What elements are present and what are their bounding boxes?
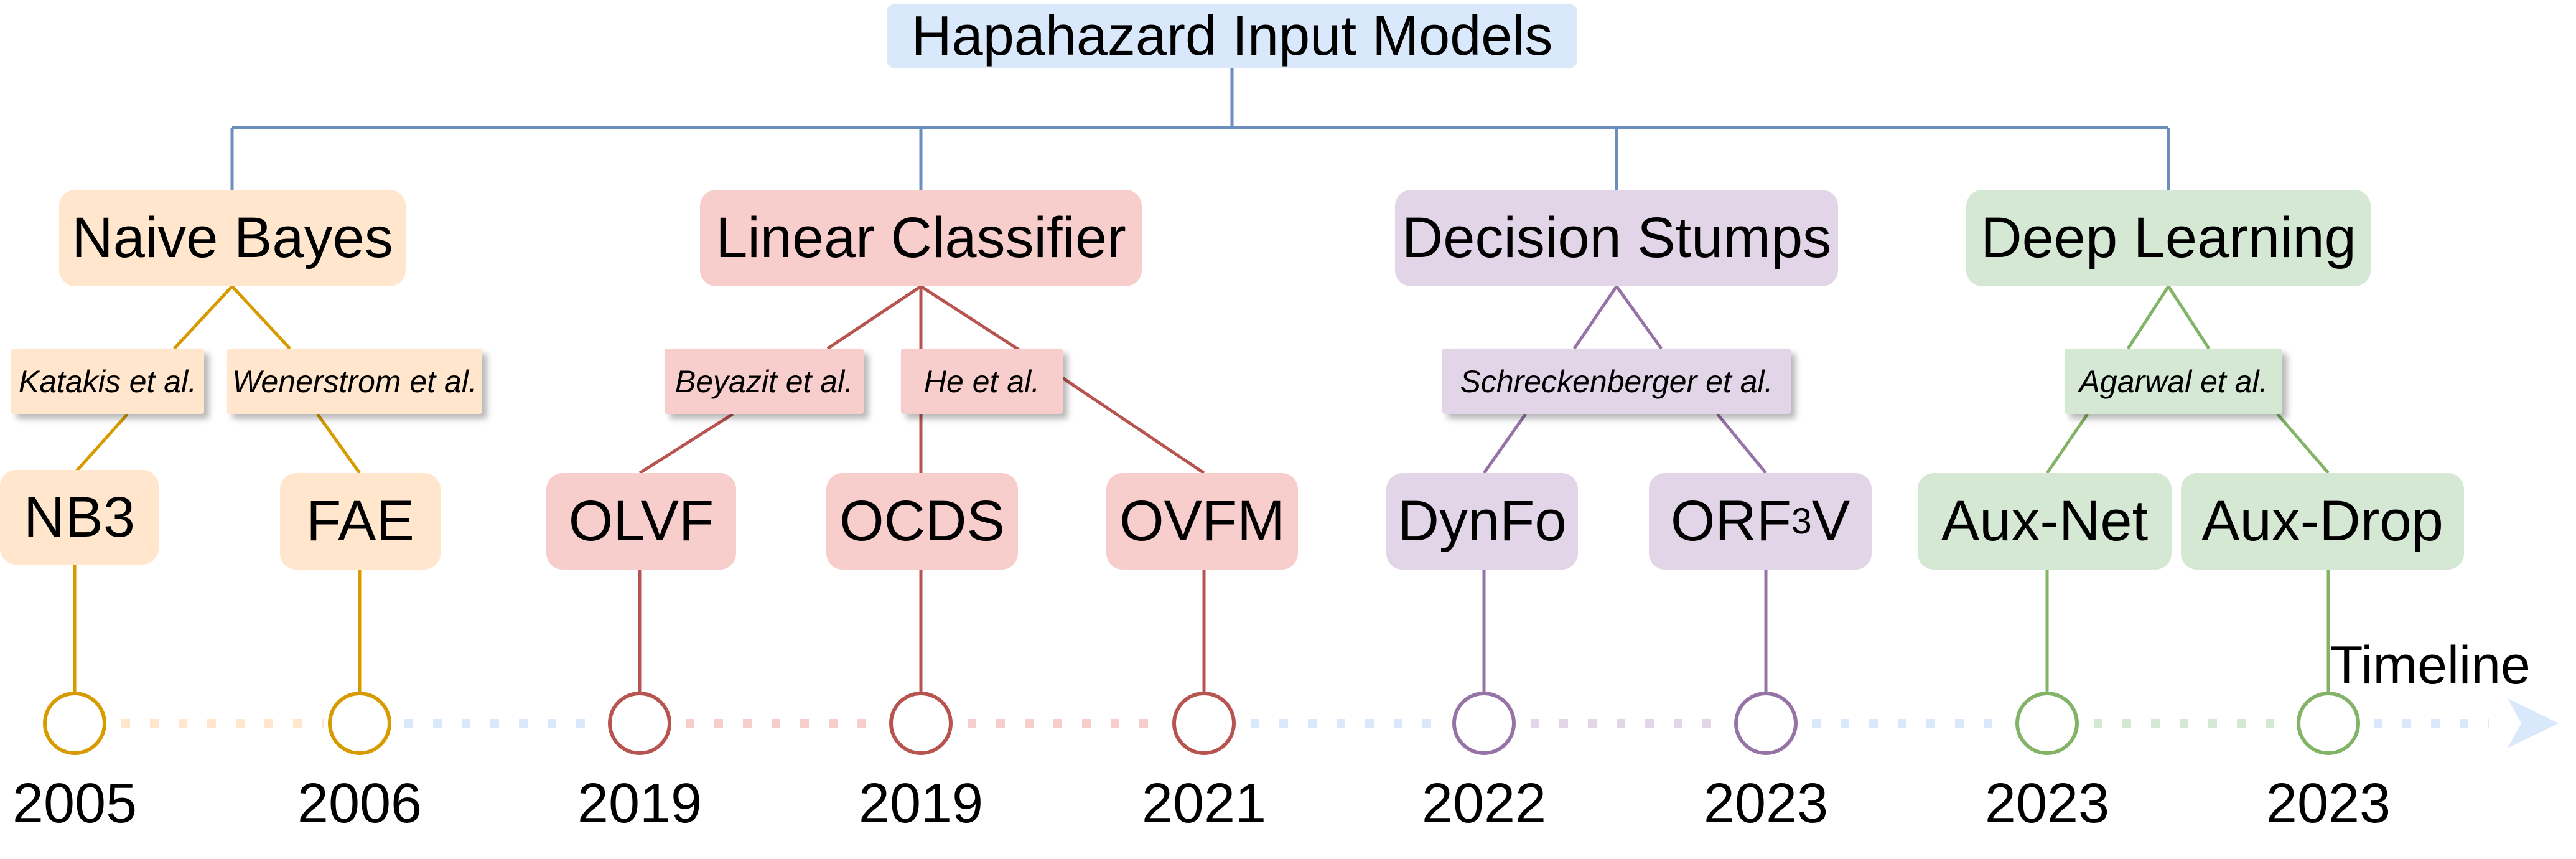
year-fae: 2006 — [297, 772, 422, 835]
author-he: He et al. — [901, 349, 1063, 414]
model-orf3v-base: ORF — [1670, 489, 1792, 553]
category-deep-learning: Deep Learning — [1966, 190, 2371, 286]
year-nb3: 2005 — [12, 772, 138, 835]
model-fae: FAE — [280, 473, 441, 570]
author-beyazit: Beyazit et al. — [665, 349, 864, 414]
model-ocds: OCDS — [826, 473, 1018, 570]
category-decision-stumps: Decision Stumps — [1395, 190, 1838, 286]
author-wenerstrom: Wenerstrom et al. — [227, 349, 482, 414]
timeline-marker-fae — [328, 692, 391, 755]
category-naive-bayes: Naive Bayes — [59, 190, 406, 286]
timeline-arrowhead — [2508, 698, 2559, 748]
year-olvf: 2019 — [577, 772, 702, 835]
year-orf3v: 2023 — [1703, 772, 1829, 835]
timeline-marker-orf3v — [1734, 692, 1798, 755]
model-aux-drop: Aux-Drop — [2181, 473, 2464, 570]
timeline-marker-nb3 — [43, 692, 106, 755]
model-orf3v-tail: V — [1811, 489, 1850, 553]
timeline-marker-aux-drop — [2297, 692, 2360, 755]
deep-learning-branches — [2045, 285, 2330, 692]
model-dynfo: DynFo — [1386, 473, 1578, 570]
model-aux-net: Aux-Net — [1918, 473, 2172, 570]
timeline-label: Timeline — [2330, 636, 2531, 695]
year-dynfo: 2022 — [1421, 772, 1547, 835]
author-schreckenberger: Schreckenberger et al. — [1442, 349, 1791, 414]
timeline-marker-ovfm — [1172, 692, 1236, 755]
model-nb3: NB3 — [0, 470, 159, 565]
model-olvf: OLVF — [546, 473, 736, 570]
timeline-markers — [43, 692, 2360, 755]
model-ovfm: OVFM — [1106, 473, 1298, 570]
timeline-marker-aux-net — [2015, 692, 2079, 755]
year-ovfm: 2021 — [1141, 772, 1267, 835]
root-title: Hapahazard Input Models — [887, 4, 1577, 68]
author-katakis: Katakis et al. — [11, 349, 204, 414]
year-ocds: 2019 — [858, 772, 984, 835]
root-branches — [230, 68, 2170, 193]
year-aux-drop: 2023 — [2266, 772, 2391, 835]
decision-stumps-branches — [1482, 285, 1768, 692]
timeline-marker-ocds — [889, 692, 953, 755]
category-linear-classifier: Linear Classifier — [700, 190, 1142, 286]
timeline-marker-dynfo — [1452, 692, 1516, 755]
author-agarwal: Agarwal et al. — [2065, 349, 2282, 414]
naive-bayes-branches — [73, 285, 362, 692]
timeline-marker-olvf — [608, 692, 671, 755]
year-aux-net: 2023 — [1984, 772, 2110, 835]
